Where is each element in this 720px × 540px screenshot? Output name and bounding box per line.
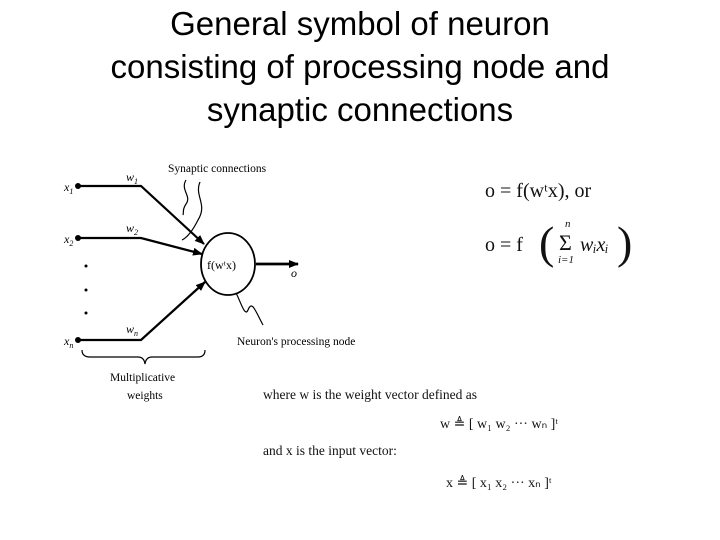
weights-label: weights xyxy=(127,390,163,402)
input-label-n: xn xyxy=(63,334,73,350)
slide-title: General symbol of neuron consisting of p… xyxy=(0,2,720,131)
sum-formula-lhs: o = f xyxy=(485,234,523,256)
input-node-2 xyxy=(75,235,81,241)
input-node-n xyxy=(75,337,81,343)
title-line-1: General symbol of neuron xyxy=(170,5,550,42)
ellipsis-dot xyxy=(84,264,88,268)
node-pointer xyxy=(235,292,264,326)
input-node-1 xyxy=(75,183,81,189)
right-paren: ) xyxy=(617,217,633,268)
sum-upper-limit: n xyxy=(565,218,571,230)
synapse-n xyxy=(78,281,206,342)
left-paren: ( xyxy=(539,217,555,268)
synaptic-pointer-1 xyxy=(182,179,189,216)
input-vector-definition: x ≜ [ x₁ x₂ ··· xₙ ]ᵗ xyxy=(446,476,552,491)
input-label-2: x2 xyxy=(63,232,73,248)
synaptic-connections-label: Synaptic connections xyxy=(168,163,267,175)
sum-symbol: Σ xyxy=(559,230,572,255)
synapse-2 xyxy=(78,236,203,256)
processing-node xyxy=(200,232,256,296)
input-vector-text: and x is the input vector: xyxy=(263,443,397,458)
weight-vector-text: where w is the weight vector defined as xyxy=(263,387,478,402)
multiplicative-label: Multiplicative xyxy=(110,372,175,384)
output-label: o xyxy=(291,266,297,280)
weight-label-2: w2 xyxy=(126,221,138,237)
sum-lower-limit: i=1 xyxy=(558,254,574,266)
title-line-3: synaptic connections xyxy=(206,91,514,128)
processing-node-label: Neuron's processing node xyxy=(237,336,355,348)
weight-label-1: w1 xyxy=(126,170,138,186)
weight-label-n: wn xyxy=(126,322,138,338)
output-formula: o = f(wᵗx), or xyxy=(485,180,592,202)
node-function-label: f(wᵗx) xyxy=(207,258,236,272)
ellipsis-dot xyxy=(84,311,88,315)
ellipsis-dot xyxy=(84,288,88,292)
synapse-1 xyxy=(78,184,205,245)
synaptic-pointer-2 xyxy=(181,181,203,241)
title-line-2: consisting of processing node and xyxy=(110,48,610,85)
weights-brace xyxy=(81,349,206,365)
sum-body: wᵢxᵢ xyxy=(580,234,609,256)
input-label-1: x1 xyxy=(63,180,73,196)
weight-vector-definition: w ≜ [ w₁ w₂ ··· wₙ ]ᵗ xyxy=(440,417,559,432)
